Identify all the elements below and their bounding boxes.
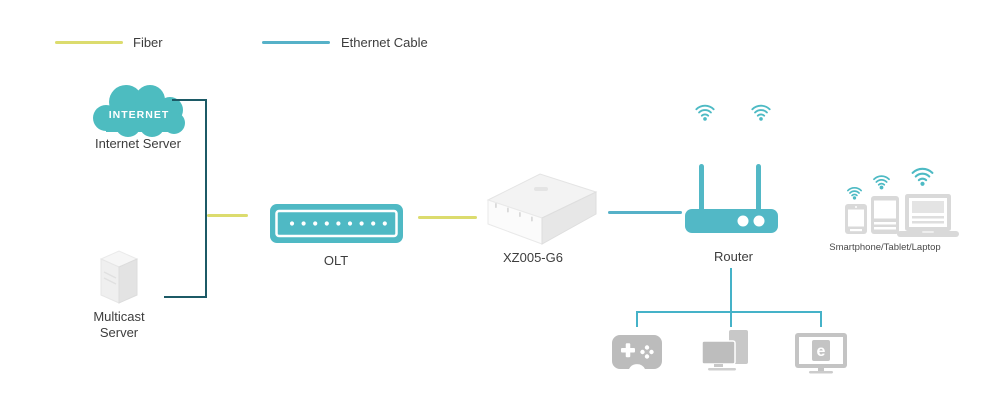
- bracket-bottom-segment: [164, 296, 207, 298]
- fiber-line-olt-to-ont: [418, 216, 477, 219]
- router-label: Router: [713, 249, 754, 264]
- wireless-clients-label: Smartphone/Tablet/Laptop: [829, 242, 941, 253]
- wired-drop-middle: [730, 311, 732, 327]
- internet-badge: INTERNET: [109, 109, 170, 121]
- ethernet-line-ont-to-router: [608, 211, 682, 214]
- iptv-letter: e: [817, 343, 826, 360]
- legend-fiber-line: [55, 41, 123, 44]
- internet-cloud-icon: INTERNET: [92, 80, 186, 138]
- tablet-wifi-icon: [872, 174, 891, 190]
- desktop-pc-icon: [702, 330, 750, 372]
- olt-icon: [270, 204, 403, 243]
- legend-fiber-label: Fiber: [133, 35, 163, 50]
- bracket-vertical-segment: [205, 99, 207, 298]
- bracket-top-segment: [172, 99, 207, 101]
- smartphone-icon: [845, 204, 867, 234]
- router-wifi-icon-right: [750, 103, 772, 122]
- wired-branch-line: [636, 311, 822, 313]
- legend-ethernet-line: [262, 41, 330, 44]
- router-wifi-icon-left: [694, 103, 716, 122]
- router-icon: [685, 160, 780, 235]
- wired-drop-left: [636, 311, 638, 327]
- iptv-icon: e: [795, 333, 847, 375]
- laptop-wifi-icon: [910, 166, 935, 187]
- fiber-line-bracket-to-olt: [207, 214, 248, 217]
- internet-server-label: Internet Server: [95, 136, 181, 151]
- olt-label: OLT: [323, 253, 349, 268]
- ont-device-icon: [478, 160, 606, 248]
- smartphone-wifi-icon: [846, 186, 863, 200]
- game-console-icon: [612, 335, 662, 373]
- legend-ethernet-label: Ethernet Cable: [341, 35, 428, 50]
- multicast-server-icon: [93, 250, 145, 304]
- multicast-server-label: Multicast Server: [93, 309, 145, 340]
- tablet-icon: [871, 196, 899, 234]
- wired-drop-right: [820, 311, 822, 327]
- wired-trunk-line: [730, 268, 732, 312]
- laptop-icon: [897, 194, 959, 238]
- ont-label: XZ005-G6: [503, 250, 563, 265]
